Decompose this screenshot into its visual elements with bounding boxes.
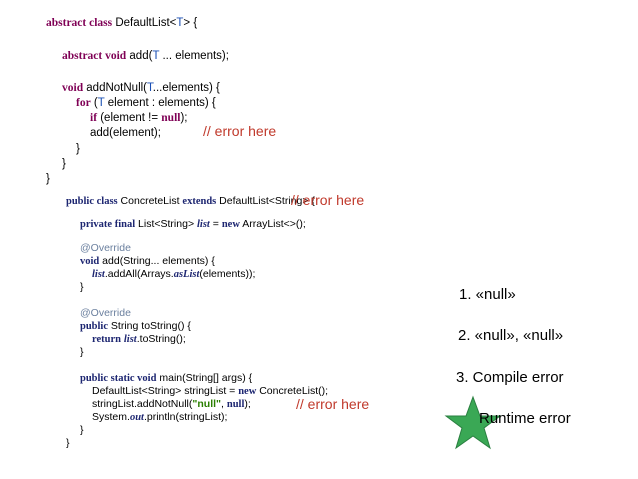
- code-type: T: [152, 50, 160, 62]
- code-line: void add(String... elements) {: [80, 255, 215, 268]
- code-line: add(element);: [90, 127, 161, 139]
- code-keyword: if: [90, 112, 98, 124]
- code-line: DefaultList<String> stringList = new Con…: [92, 385, 328, 398]
- code-text: ,: [221, 398, 227, 410]
- error-comment: // error here: [296, 396, 370, 412]
- code-keyword: private final: [80, 219, 136, 230]
- code-keyword: abstract class: [46, 17, 113, 29]
- code-text: ...elements) {: [152, 82, 220, 94]
- code-text: ArrayList<>();: [239, 218, 306, 230]
- code-line: void addNotNull(T...elements) {: [62, 81, 220, 95]
- option-4[interactable]: Runtime error: [479, 410, 571, 427]
- option-1[interactable]: 1. «null»: [459, 286, 516, 303]
- code-text: DefaultList<: [112, 17, 177, 29]
- code-text: String toString() {: [108, 320, 191, 332]
- option-2[interactable]: 2. «null», «null»: [458, 327, 564, 344]
- code-text: DefaultList<String> stringList =: [92, 385, 239, 397]
- code-text: ConcreteList: [117, 195, 183, 207]
- code-annotation: @Override: [80, 307, 131, 319]
- code-text: );: [244, 398, 251, 410]
- code-text: add(String... elements) {: [99, 255, 215, 267]
- code-text: stringList.addNotNull(: [92, 398, 193, 410]
- code-field: out: [129, 412, 144, 423]
- code-type: T: [147, 82, 153, 94]
- option-3[interactable]: 3. Compile error: [456, 369, 564, 386]
- code-keyword: return: [92, 334, 121, 345]
- code-brace: }: [80, 281, 84, 293]
- code-text: System.: [92, 411, 130, 423]
- code-text: (element !=: [97, 112, 162, 124]
- code-text: element : elements) {: [104, 97, 216, 109]
- code-text: ... elements);: [159, 50, 229, 62]
- code-text: add(: [126, 50, 153, 62]
- code-field: list: [123, 334, 137, 345]
- error-comment: // error here: [291, 192, 365, 208]
- code-field: list: [92, 269, 105, 280]
- code-type: T: [176, 17, 184, 29]
- code-keyword: void: [62, 82, 84, 94]
- code-annotation: @Override: [80, 242, 131, 254]
- code-line: public class ConcreteList extends Defaul…: [66, 195, 315, 208]
- code-brace: }: [62, 158, 66, 170]
- code-line: for (T element : elements) {: [76, 96, 216, 110]
- code-brace: }: [66, 437, 70, 449]
- code-keyword: null: [226, 399, 245, 410]
- code-brace: }: [80, 346, 84, 358]
- code-line: abstract void add(T ... elements);: [62, 49, 229, 63]
- code-field: list: [197, 219, 210, 230]
- code-text: .toString();: [136, 333, 186, 345]
- code-line: if (element != null);: [90, 111, 188, 125]
- code-text: );: [180, 112, 188, 124]
- code-line: System.out.println(stringList);: [92, 411, 227, 424]
- code-string: "null": [192, 398, 222, 410]
- code-line: public String toString() {: [80, 320, 191, 333]
- code-brace: }: [76, 143, 80, 155]
- code-keyword: extends: [182, 196, 217, 207]
- code-text: > {: [183, 17, 198, 29]
- code-keyword: public static void: [80, 373, 157, 384]
- code-keyword: public: [80, 321, 109, 332]
- code-keyword: for: [76, 97, 91, 109]
- code-line: private final List<String> list = new Ar…: [80, 218, 306, 231]
- code-text: .println(stringList);: [143, 411, 228, 423]
- code-line: return list.toString();: [92, 333, 186, 346]
- code-text: .addAll(Arrays.: [104, 268, 174, 280]
- code-keyword: abstract void: [62, 50, 127, 62]
- code-text: DefaultList<String> {: [216, 195, 315, 207]
- code-keyword: null: [161, 112, 181, 124]
- code-text: ConcreteList();: [256, 385, 329, 397]
- code-keyword: new: [221, 219, 240, 230]
- code-type: T: [97, 97, 105, 109]
- code-text: =: [209, 218, 222, 230]
- code-keyword: void: [80, 256, 100, 267]
- code-text: addNotNull(: [83, 82, 148, 94]
- code-text: main(String[] args) {: [156, 372, 253, 384]
- code-keyword: public class: [66, 196, 118, 207]
- code-keyword: new: [238, 386, 257, 397]
- code-text: (: [90, 97, 98, 109]
- code-line: abstract class DefaultList<T> {: [46, 16, 197, 30]
- code-method: asList: [173, 269, 200, 280]
- code-brace: }: [80, 424, 84, 436]
- code-line: public static void main(String[] args) {: [80, 372, 252, 385]
- code-text: (elements));: [199, 268, 256, 280]
- code-text: List<String>: [135, 218, 197, 230]
- star-icon: [444, 395, 502, 450]
- code-brace: }: [46, 173, 50, 185]
- error-comment: // error here: [203, 123, 277, 139]
- code-line: list.addAll(Arrays.asList(elements));: [92, 268, 255, 281]
- code-line: stringList.addNotNull("null", null);: [92, 398, 251, 411]
